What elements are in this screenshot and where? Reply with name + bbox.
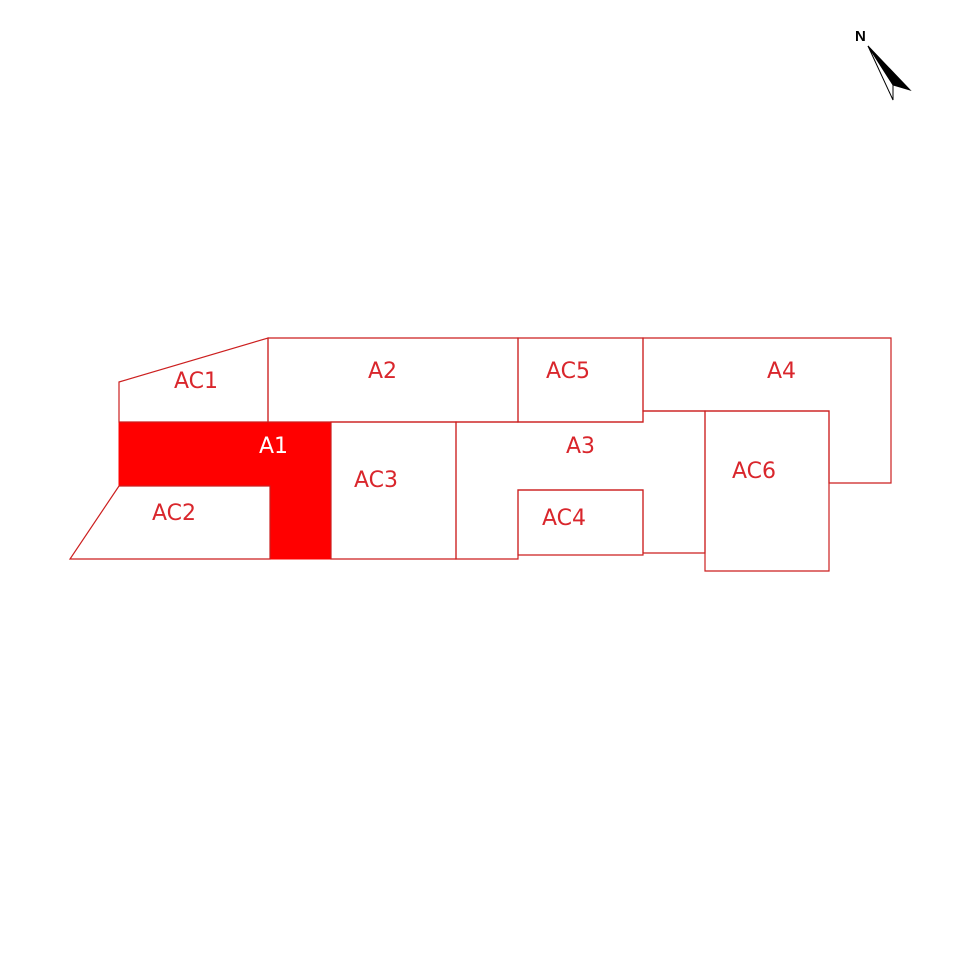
zone-a1[interactable] (118, 421, 332, 560)
zone-label-ac3: AC3 (354, 468, 398, 493)
north-arrow: N (855, 28, 912, 101)
zone-label-ac4: AC4 (542, 506, 586, 531)
north-label: N (855, 28, 866, 45)
zone-label-ac1: AC1 (174, 369, 218, 394)
zone-ac4[interactable] (517, 489, 644, 556)
zone-ac2[interactable] (68, 485, 271, 560)
zone-label-ac2: AC2 (152, 501, 196, 526)
zone-label-a4: A4 (767, 359, 796, 384)
zone-label-ac5: AC5 (546, 359, 590, 384)
zone-label-ac6: AC6 (732, 459, 776, 484)
zone-ac6[interactable] (704, 410, 830, 572)
north-arrow-icon (867, 45, 912, 101)
zone-label-a3: A3 (566, 434, 595, 459)
zone-label-a2: A2 (368, 359, 397, 384)
zone-label-a1: A1 (259, 434, 288, 459)
